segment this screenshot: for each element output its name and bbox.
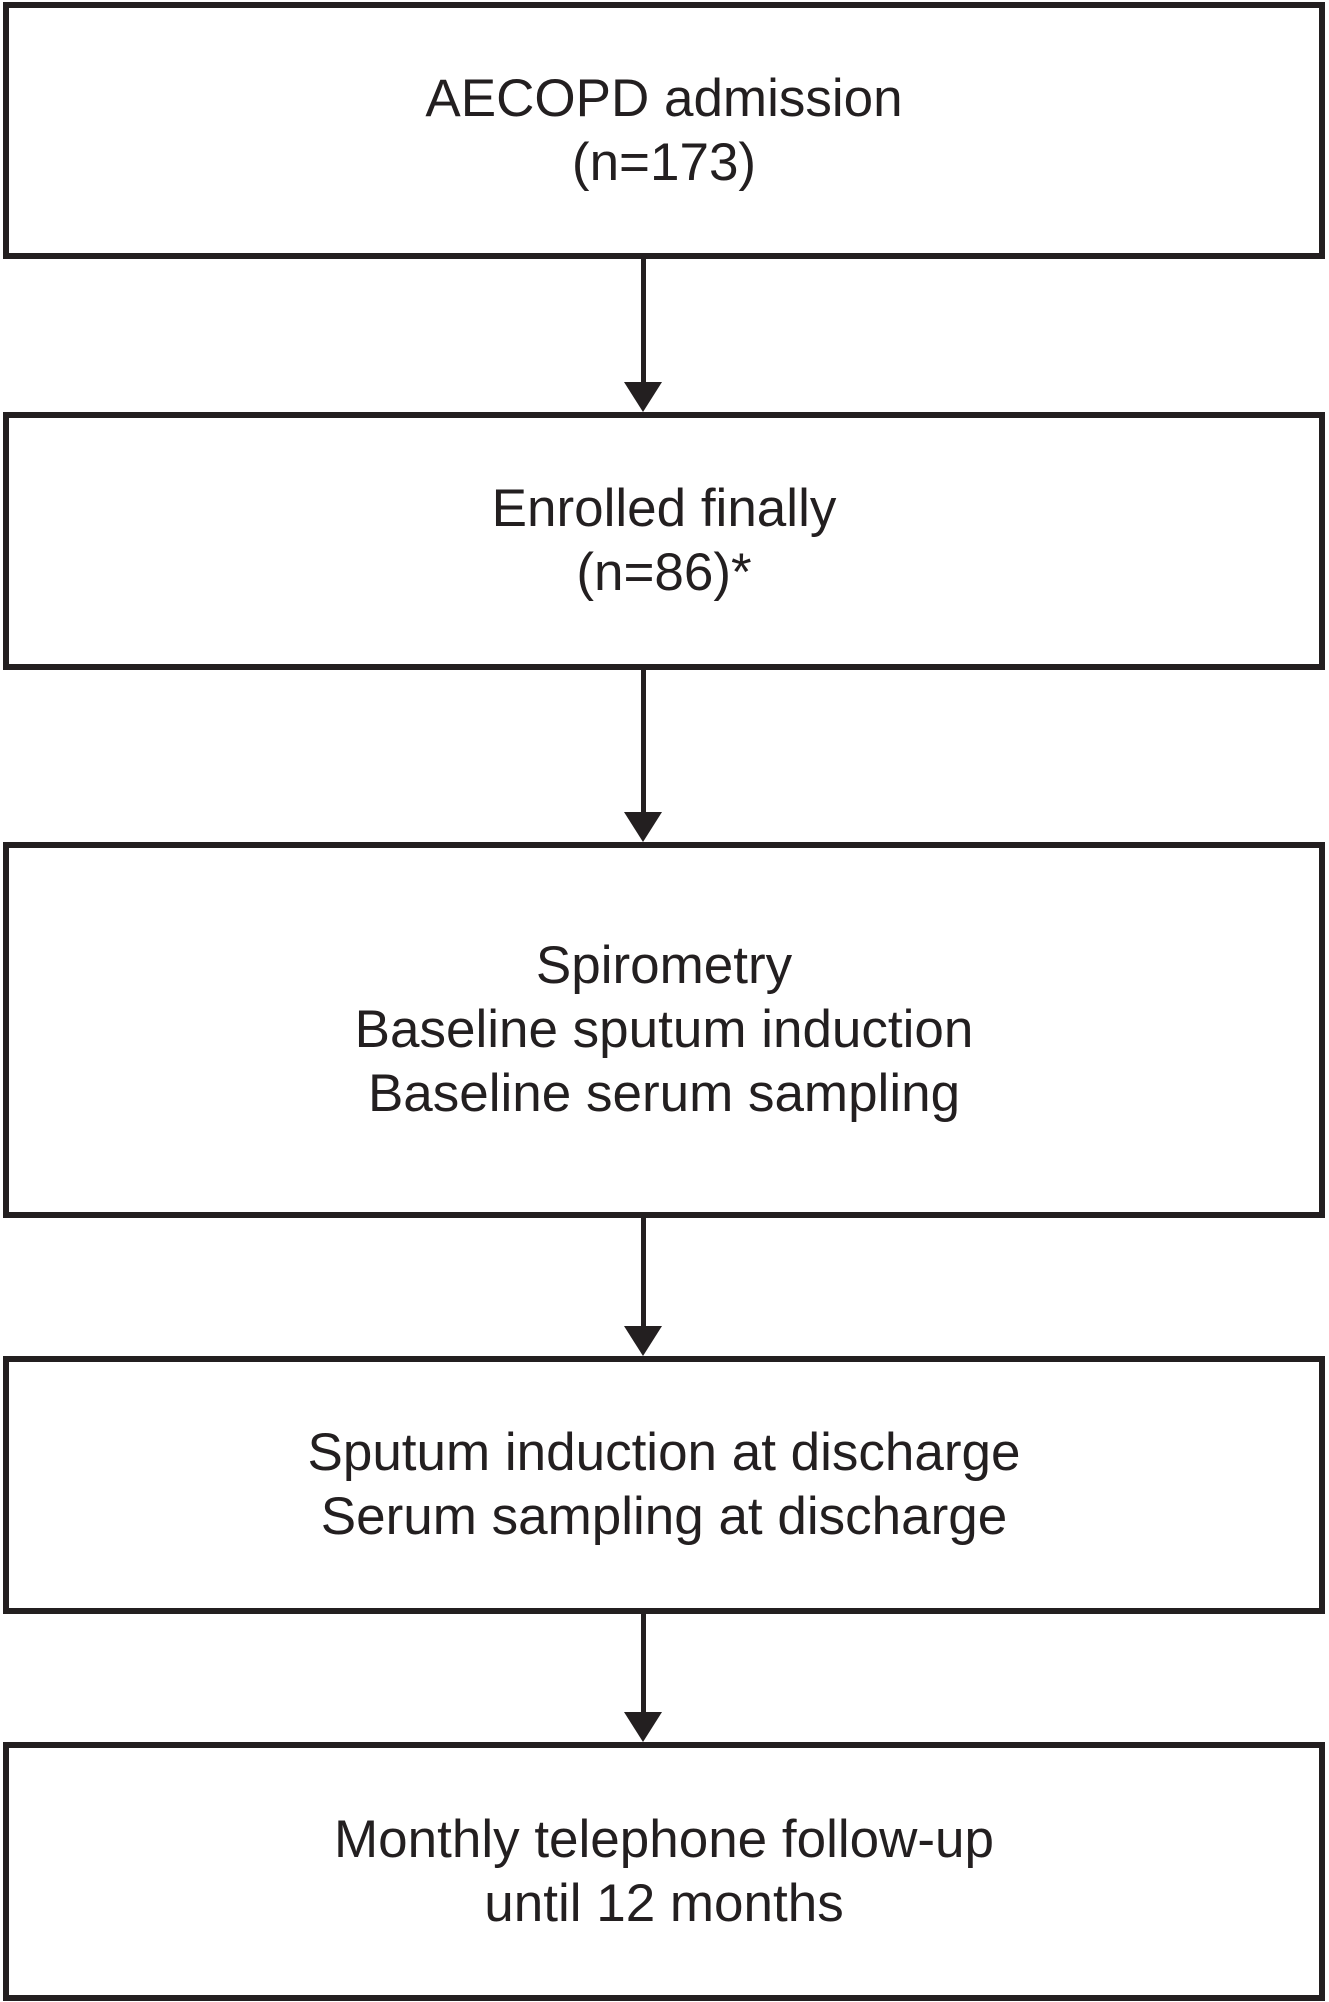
node-count-line: (n=173): [571, 132, 757, 192]
flow-node-enrolled-finally: Enrolled finally (n=86)*: [3, 412, 1325, 670]
arrowhead-icon: [624, 382, 662, 412]
arrow-shaft: [640, 259, 646, 382]
arrow-shaft: [640, 1218, 646, 1326]
node-text-line: until 12 months: [484, 1873, 844, 1933]
node-text-line: Spirometry: [535, 936, 793, 995]
arrow-shaft: [640, 670, 646, 812]
flow-node-discharge-assessments: Sputum induction at discharge Serum samp…: [3, 1356, 1325, 1614]
arrowhead-icon: [624, 1326, 662, 1356]
node-text-line: Serum sampling at discharge: [320, 1487, 1008, 1546]
flow-node-baseline-assessments: Spirometry Baseline sputum induction Bas…: [3, 842, 1325, 1218]
node-text-line: Monthly telephone follow-up: [334, 1809, 994, 1869]
arrow-shaft: [640, 1614, 646, 1712]
node-count-line: (n=86)*: [576, 543, 752, 602]
down-arrow: [623, 1614, 663, 1742]
node-text-line: AECOPD admission: [425, 68, 903, 128]
arrowhead-icon: [624, 1712, 662, 1742]
node-text-line: Sputum induction at discharge: [307, 1423, 1021, 1482]
down-arrow: [623, 259, 663, 412]
arrowhead-icon: [624, 812, 662, 842]
node-text-line: Baseline serum sampling: [367, 1064, 961, 1123]
flow-node-monthly-follow-up: Monthly telephone follow-up until 12 mon…: [3, 1742, 1325, 2001]
down-arrow: [623, 1218, 663, 1356]
down-arrow: [623, 670, 663, 842]
node-text-line: Enrolled finally: [491, 479, 837, 538]
flow-node-aecopd-admission: AECOPD admission (n=173): [3, 2, 1325, 259]
node-text-line: Baseline sputum induction: [354, 1000, 974, 1059]
